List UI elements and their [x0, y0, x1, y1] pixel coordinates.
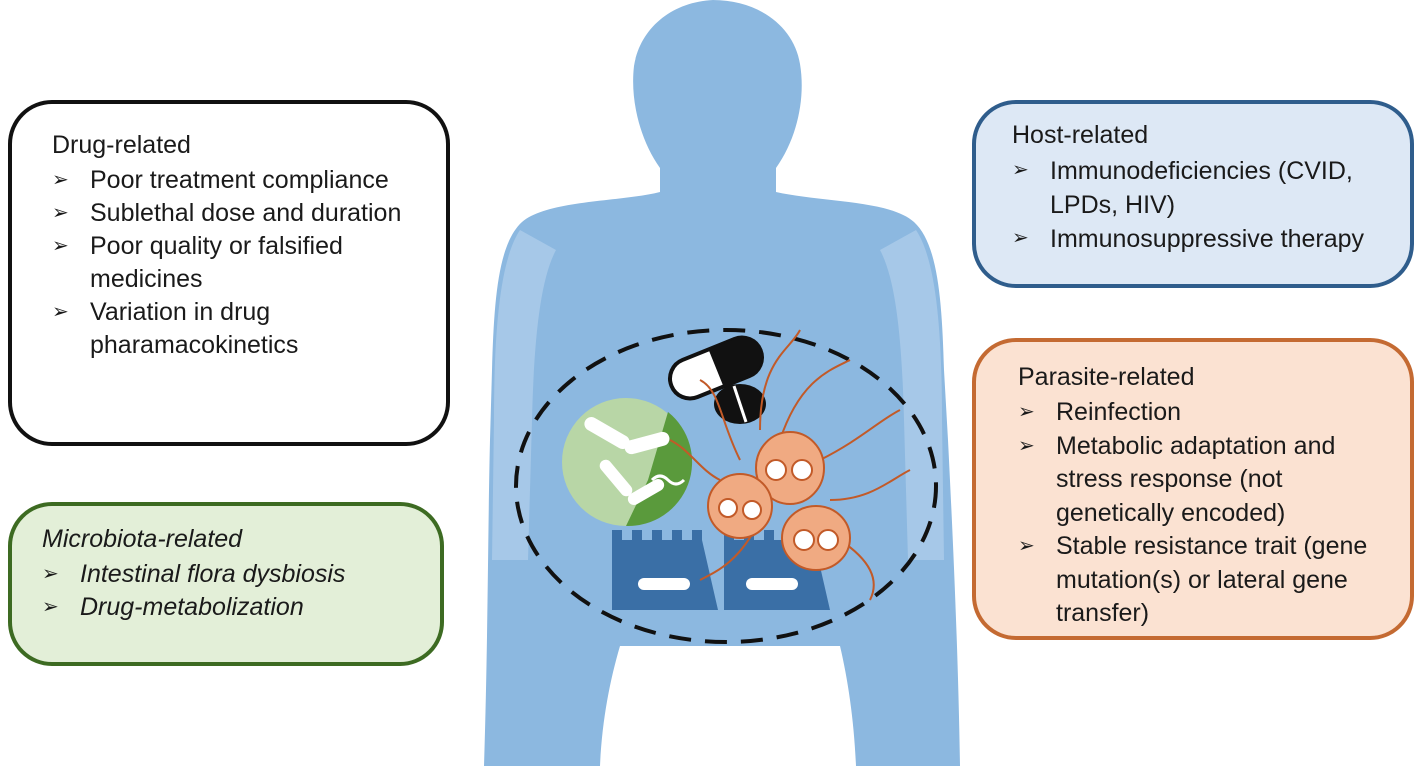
list-item: ➢Sublethal dose and duration: [52, 197, 426, 230]
arrow-bullet-icon: ➢: [52, 169, 69, 191]
bacteria-cluster-icon: [562, 398, 693, 527]
host-related-title: Host-related: [1012, 121, 1149, 149]
list-item: ➢Poor quality or falsified medicines: [52, 232, 343, 293]
arrow-bullet-icon: ➢: [1012, 159, 1029, 181]
microbiota-related-box: Microbiota-related ➢Intestinal flora dys…: [8, 502, 444, 666]
arrow-bullet-icon: ➢: [42, 563, 59, 585]
parasite-related-box: Parasite-related ➢Reinfection ➢Metabolic…: [972, 338, 1414, 640]
arrow-bullet-icon: ➢: [52, 301, 69, 323]
arrow-bullet-icon: ➢: [1012, 227, 1029, 249]
list-item: ➢Metabolic adaptation and stress respons…: [1018, 431, 1336, 527]
host-related-list: ➢Immunodeficiencies (CVID, LPDs, HIV) ➢I…: [1012, 154, 1390, 256]
list-item: ➢Drug-metabolization: [42, 591, 420, 624]
arrow-bullet-icon: ➢: [42, 596, 59, 618]
giardia-cell-3: [781, 505, 851, 571]
gut-region-dashed-outline: [514, 328, 938, 644]
arrow-bullet-icon: ➢: [1018, 401, 1035, 423]
giardia-cell-2: [707, 473, 773, 539]
list-item: ➢Poor treatment compliance: [52, 164, 426, 197]
arrow-bullet-icon: ➢: [52, 202, 69, 224]
arm-right: [880, 230, 944, 560]
drug-related-box: Drug-related ➢Poor treatment compliance …: [8, 100, 450, 446]
list-item: ➢Reinfection: [1018, 396, 1390, 430]
parasite-related-title: Parasite-related: [1018, 363, 1195, 391]
microbiota-related-list: ➢Intestinal flora dysbiosis ➢Drug-metabo…: [42, 558, 420, 624]
arm-left: [492, 230, 556, 560]
list-item: ➢Immunosuppressive therapy: [1012, 222, 1390, 256]
drug-related-list: ➢Poor treatment compliance ➢Sublethal do…: [52, 164, 426, 362]
tablet-pill-icon: [714, 384, 766, 424]
list-item: ➢Stable resistance trait (gene mutation(…: [1018, 532, 1368, 627]
drug-related-title: Drug-related: [52, 131, 191, 159]
list-item: ➢Variation in drug pharamacokinetics: [52, 298, 299, 359]
giardia-cell-1: [755, 431, 825, 505]
giardia-parasite-icon: [669, 329, 911, 601]
microbiota-related-title: Microbiota-related: [42, 525, 243, 553]
arrow-bullet-icon: ➢: [1018, 434, 1035, 457]
parasite-related-list: ➢Reinfection ➢Metabolic adaptation and s…: [1018, 396, 1390, 631]
list-item: ➢Immunodeficiencies (CVID, LPDs, HIV): [1012, 154, 1390, 222]
arrow-bullet-icon: ➢: [1018, 535, 1035, 557]
arrow-bullet-icon: ➢: [52, 235, 69, 257]
list-item: ➢Intestinal flora dysbiosis: [42, 558, 420, 591]
host-related-box: Host-related ➢Immunodeficiencies (CVID, …: [972, 100, 1414, 288]
capsule-pill-icon: [668, 335, 764, 401]
